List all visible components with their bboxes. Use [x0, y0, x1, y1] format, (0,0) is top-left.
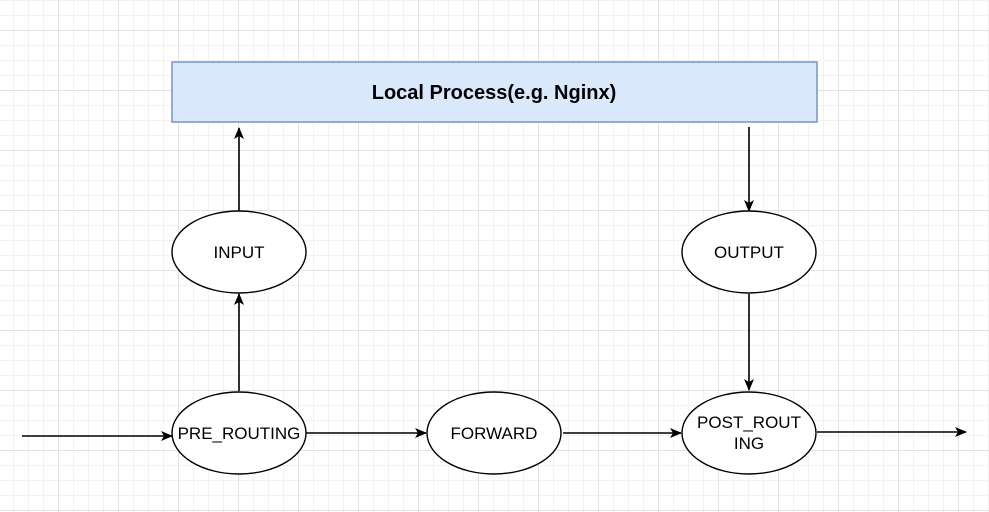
node-pre-routing-label: PRE_ROUTING: [178, 424, 301, 443]
node-forward-label: FORWARD: [451, 424, 538, 443]
local-process-box[interactable]: Local Process(e.g. Nginx): [171, 61, 818, 123]
node-post-routing[interactable]: POST_ROUT ING: [681, 391, 817, 475]
node-forward-shape: [426, 391, 562, 475]
node-forward[interactable]: FORWARD: [426, 391, 562, 475]
node-pre-routing-shape: [171, 391, 307, 475]
node-input[interactable]: INPUT: [171, 210, 307, 294]
node-output[interactable]: OUTPUT: [681, 210, 817, 294]
node-pre-routing[interactable]: PRE_ROUTING: [171, 391, 307, 475]
node-output-shape: [681, 210, 817, 294]
local-process-label: Local Process(e.g. Nginx): [372, 82, 617, 104]
local-process-rect: [171, 61, 818, 123]
node-output-label: OUTPUT: [714, 243, 784, 262]
node-post-routing-label-line2: ING: [734, 434, 764, 453]
node-post-routing-label-line1: POST_ROUT: [697, 413, 801, 432]
node-input-shape: [171, 210, 307, 294]
node-input-label: INPUT: [214, 243, 265, 262]
node-post-routing-shape: [681, 391, 817, 475]
